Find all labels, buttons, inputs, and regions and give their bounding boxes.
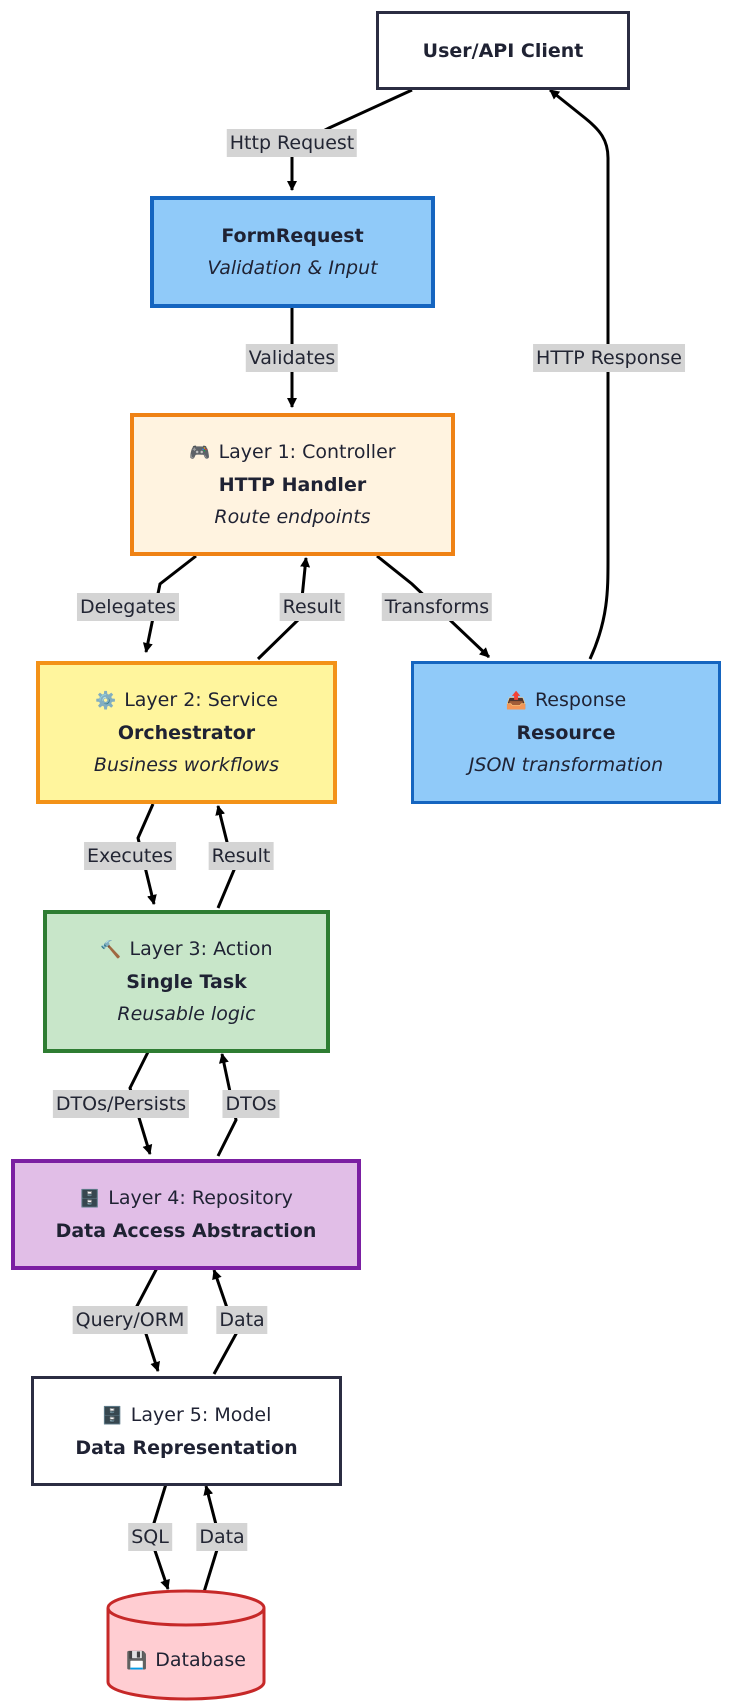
edge-label-result-service: Result	[279, 593, 345, 621]
node-layer: Response	[534, 689, 627, 711]
game-controller-icon: 🎮	[189, 443, 211, 463]
edge-label-dtos-persists: DTOs/Persists	[52, 1090, 190, 1118]
node-formrequest[interactable]: FormRequest Validation & Input	[150, 196, 435, 308]
node-layer-line: 💾 Database	[126, 1644, 246, 1677]
node-title: Data Access Abstraction	[55, 1220, 317, 1242]
node-subtitle: Route endpoints	[214, 506, 371, 528]
edge-result-action	[215, 805, 236, 909]
outbox-tray-icon: 📤	[505, 691, 527, 711]
node-title: HTTP Handler	[218, 474, 367, 496]
node-subtitle: Business workflows	[93, 754, 280, 776]
edge-label-query-orm: Query/ORM	[72, 1306, 188, 1334]
node-layer-line: 🗄️ Layer 5: Model	[102, 1399, 272, 1432]
node-subtitle: Reusable logic	[117, 1003, 256, 1025]
node-layer: Layer 5: Model	[130, 1403, 272, 1426]
node-response[interactable]: 📤 Response Resource JSON transformation	[411, 661, 721, 804]
edge-label-result-action: Result	[208, 842, 274, 870]
node-subtitle: JSON transformation	[468, 754, 664, 776]
node-user-api-client[interactable]: User/API Client	[376, 11, 630, 90]
node-layer-line: 📤 Response	[506, 684, 626, 717]
node-title: Database	[155, 1648, 246, 1671]
edge-label-sql: SQL	[128, 1523, 172, 1551]
node-layer-line: 🗄️ Layer 4: Repository	[79, 1182, 293, 1215]
edge-label-data-db: Data	[196, 1523, 248, 1551]
node-layer-line: 🔨 Layer 3: Action	[100, 933, 272, 966]
node-layer-line: 🎮 Layer 1: Controller	[189, 436, 395, 469]
edge-transforms	[376, 554, 491, 659]
file-cabinet-icon: 🗄️	[101, 1405, 123, 1426]
node-layer-line: ⚙️ Layer 2: Service	[95, 684, 278, 717]
node-controller[interactable]: 🎮 Layer 1: Controller HTTP Handler Route …	[130, 413, 455, 556]
node-layer: Layer 3: Action	[129, 938, 273, 960]
node-layer: Layer 4: Repository	[108, 1187, 293, 1209]
edge-label-http-request: Http Request	[226, 129, 358, 157]
edge-label-delegates: Delegates	[76, 593, 180, 621]
edge-label-http-response: HTTP Response	[533, 344, 685, 372]
file-cabinet-icon: 🗄️	[79, 1189, 101, 1209]
edge-label-dtos: DTOs	[222, 1090, 280, 1118]
node-title: User/API Client	[422, 39, 584, 62]
edge-data-repo	[212, 1269, 238, 1375]
edge-label-transforms: Transforms	[381, 593, 493, 621]
node-subtitle: Validation & Input	[207, 257, 378, 279]
node-repository[interactable]: 🗄️ Layer 4: Repository Data Access Abstra…	[11, 1159, 361, 1270]
edge-executes	[136, 803, 157, 905]
node-service[interactable]: ⚙️ Layer 2: Service Orchestrator Business…	[36, 661, 337, 804]
edge-http-response	[549, 88, 610, 660]
database-cylinder[interactable]	[106, 1589, 266, 1701]
node-title: Data Representation	[75, 1436, 298, 1459]
edge-label-executes: Executes	[84, 842, 176, 870]
edge-label-data-repo: Data	[216, 1306, 268, 1334]
gear-icon: ⚙️	[95, 691, 117, 711]
edge-delegates	[142, 554, 197, 653]
node-title: FormRequest	[221, 225, 364, 247]
node-title: Resource	[516, 722, 616, 744]
edge-dtos	[216, 1053, 238, 1157]
edge-dtos-persists	[128, 1051, 153, 1155]
node-database-label: 💾 Database	[108, 1640, 264, 1680]
node-layer: Layer 2: Service	[124, 689, 278, 711]
node-model[interactable]: 🗄️ Layer 5: Model Data Representation	[31, 1376, 342, 1486]
edge-label-validates: Validates	[245, 344, 339, 372]
hammer-icon: 🔨	[100, 940, 122, 960]
node-title: Orchestrator	[117, 722, 256, 744]
node-title: Single Task	[126, 971, 247, 993]
node-action[interactable]: 🔨 Layer 3: Action Single Task Reusable lo…	[43, 910, 330, 1053]
floppy-disk-icon: 💾	[126, 1650, 148, 1671]
node-layer: Layer 1: Controller	[218, 441, 396, 463]
